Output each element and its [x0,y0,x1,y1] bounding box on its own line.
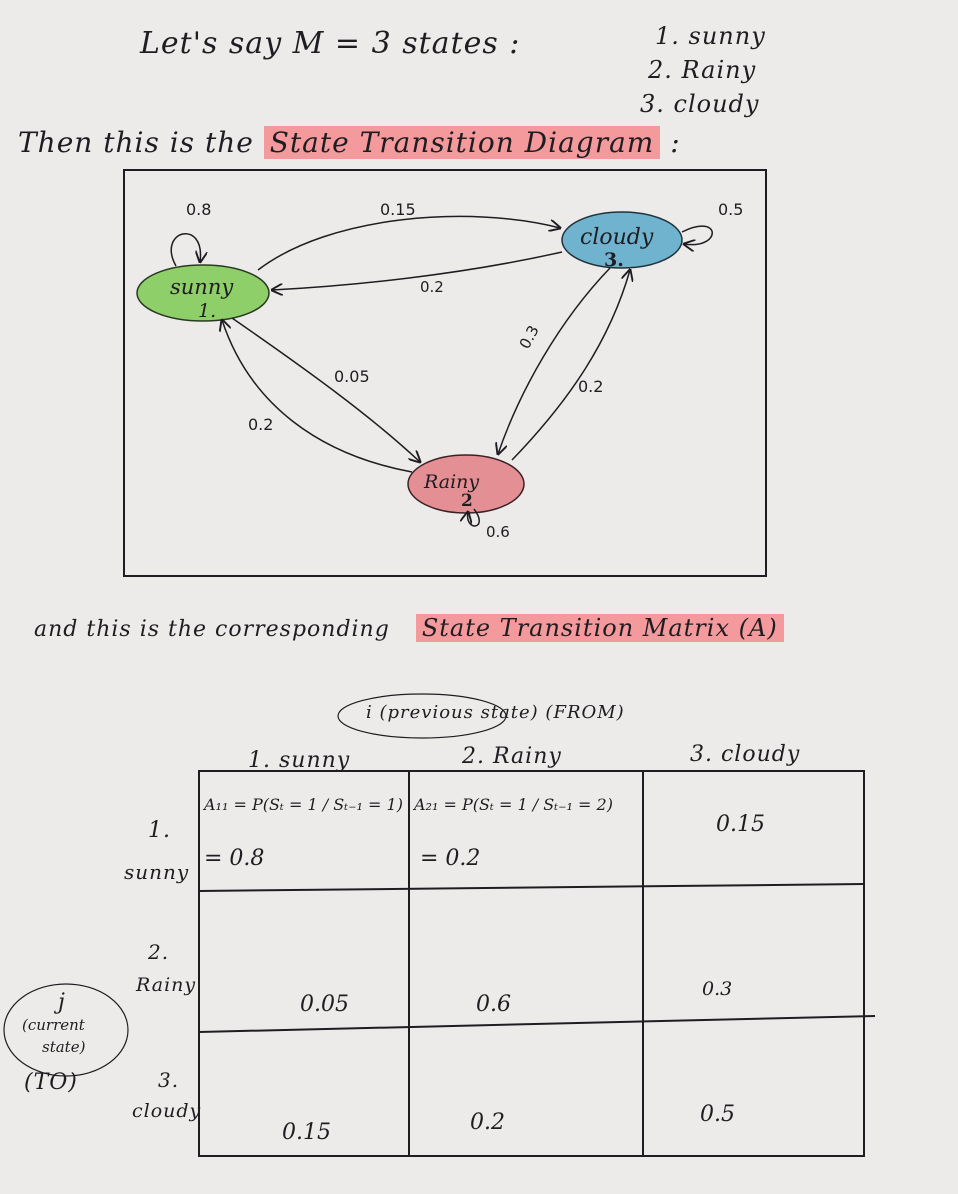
matrix-cell-r3-c3: 0.5 [700,1102,735,1127]
j-label-to: (TO) [24,1070,78,1095]
j-label-line1: (current [22,1016,85,1034]
self-loop-cloudy [681,225,713,245]
edge-rainy-to-sunny [222,320,413,473]
state-item-cloudy: 3. cloudy [640,90,760,118]
row-header-name-rainy: Rainy [136,974,197,996]
state-item-rainy: 2. Rainy [648,56,757,84]
i-label: i (previous state) (FROM) [366,702,625,723]
diagram-title-highlight: State Transition Diagram [263,126,661,159]
matrix-cell-r2-c1: 0.05 [300,992,349,1017]
matrix-intro-line: and this is the corresponding State Tran… [34,614,784,642]
edge-rainy-to-cloudy [511,270,630,461]
diagram-intro-line: Then this is the State Transition Diagra… [18,126,681,159]
edge-label-sunny-cloudy: 0.15 [380,200,416,219]
diagram-intro-suffix: : [670,126,681,159]
matrix-cell-r1-c1: = 0.8 [204,846,265,871]
node-sunny [136,264,270,322]
j-label-symbol: j [58,990,66,1015]
j-label-line2: state) [42,1038,86,1056]
self-loop-label-cloudy: 0.5 [718,200,743,219]
row-header-name-cloudy: cloudy [132,1100,202,1122]
col-header-cloudy: 3. cloudy [690,742,801,767]
self-loop-rainy [468,508,480,527]
matrix-row-divider-1 [198,883,865,892]
edge-sunny-to-rainy [231,317,420,462]
j-label-circle [3,983,129,1077]
i-label-circle [337,693,507,739]
edge-label-rainy-sunny: 0.2 [248,415,273,434]
node-label-sunny: sunny [170,275,234,299]
matrix-cell-r1-c2: = 0.2 [420,846,481,871]
edge-label-cloudy-sunny: 0.2 [420,278,444,296]
matrix-cell-r2-c2: 0.6 [476,992,511,1017]
intro-line: Let's say M = 3 states : [140,26,521,61]
matrix-cell-r1-c3: 0.15 [716,812,765,837]
node-label-cloudy: cloudy [580,225,654,250]
edge-label-cloudy-rainy: 0.3 [516,322,543,352]
matrix-title-highlight: State Transition Matrix (A) [415,614,784,642]
diagram-intro-prefix: Then this is the [18,126,254,159]
node-number-cloudy: 3. [604,249,624,271]
matrix-intro-prefix: and this is the corresponding [34,617,390,642]
matrix-row-divider-2 [198,1015,876,1033]
node-label-rainy: Rainy [423,471,479,493]
edge-cloudy-to-sunny [272,251,563,290]
edge-sunny-to-cloudy [257,215,560,271]
edge-label-sunny-rainy: 0.05 [334,367,370,386]
node-number-sunny: 1. [198,300,216,322]
matrix-cell-r2-c3: 0.3 [702,978,733,1000]
matrix-grid [198,770,865,1157]
row-header-num-sunny: 1. [148,818,171,843]
col-header-sunny: 1. sunny [248,748,351,773]
row-header-name-sunny: sunny [124,860,190,884]
matrix-formula-a11: A₁₁ = P(Sₜ = 1 / Sₜ₋₁ = 1) [204,795,403,814]
self-loop-label-sunny: 0.8 [186,200,211,219]
matrix-cell-r3-c2: 0.2 [470,1110,505,1135]
self-loop-sunny [170,233,200,267]
edge-label-rainy-cloudy: 0.2 [578,377,603,396]
state-item-sunny: 1. sunny [655,22,766,50]
diagram-frame [123,169,767,577]
node-number-rainy: 2 [461,491,473,511]
row-header-num-cloudy: 3. [158,1068,180,1092]
row-header-num-rainy: 2. [148,940,170,964]
edge-cloudy-to-rainy [498,267,611,454]
matrix-cell-r3-c1: 0.15 [282,1120,331,1145]
self-loop-label-rainy: 0.6 [486,523,510,541]
col-header-rainy: 2. Rainy [462,744,562,769]
matrix-formula-a21: A₂₁ = P(Sₜ = 1 / Sₜ₋₁ = 2) [414,795,613,814]
